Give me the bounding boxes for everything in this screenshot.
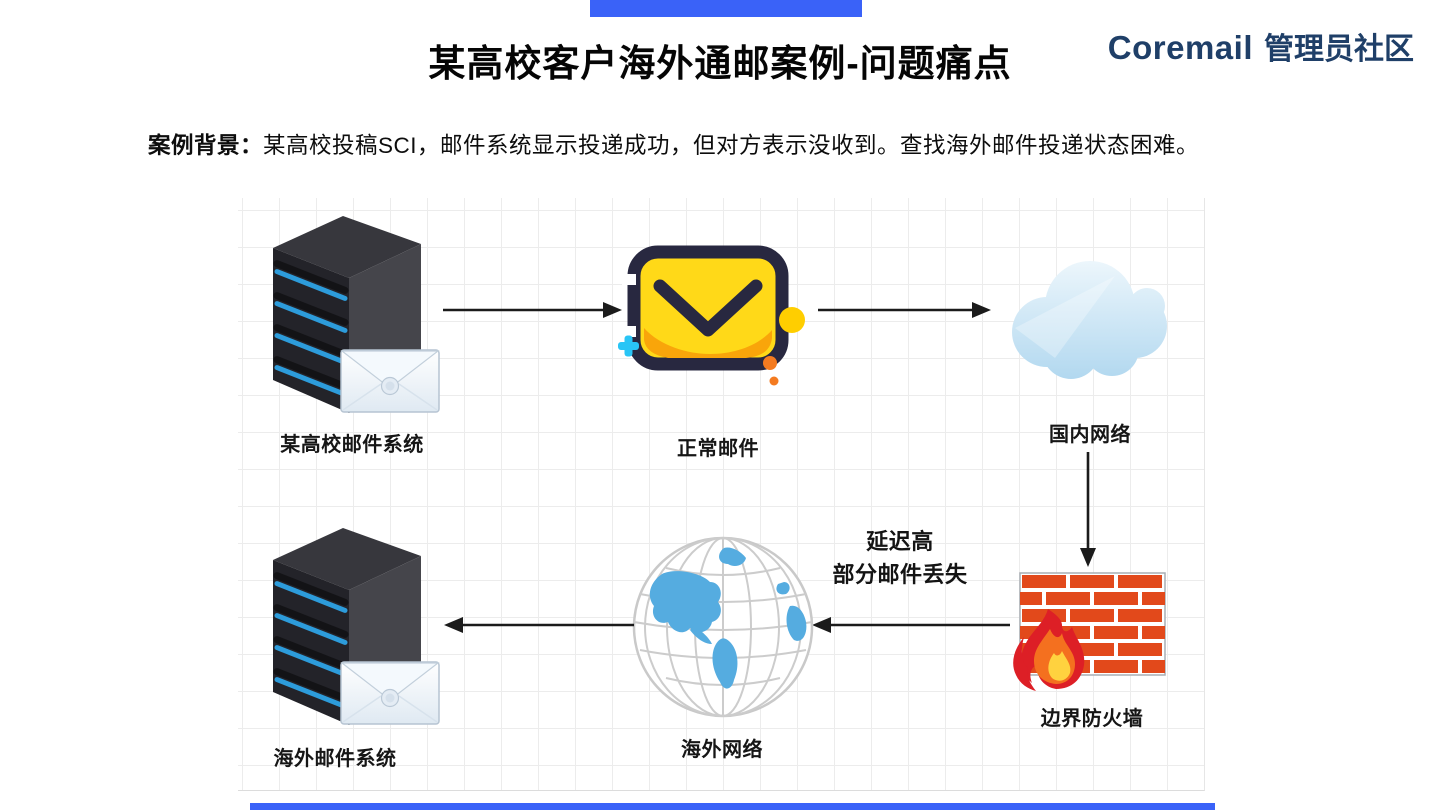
coremail-logo: Coremail 管理员社区 [1108,24,1414,68]
node-label-overseas-mail: 海外邮件系统 [273,748,397,770]
issue-label: 延迟高 部分邮件丢失 [793,525,1007,591]
coremail-wordmark: Coremail [1107,29,1253,66]
issue-line-2: 部分邮件丢失 [832,562,968,587]
firewall-icon [1013,572,1166,691]
envelope-icon [340,349,440,413]
logo-community-text: 管理员社区 [1264,33,1414,66]
node-label-overseas-network: 海外网络 [681,739,763,761]
page-title: 某高校客户海外通邮案例-问题痛点 [428,43,1012,84]
envelope-icon [340,661,440,725]
issue-line-1: 延迟高 [866,529,934,554]
node-label-domestic-network: 国内网络 [1049,424,1131,446]
flame-icon [1013,609,1085,691]
cloud-icon [1012,261,1167,379]
top-accent-bar [590,0,862,17]
mail-envelope-icon [618,245,805,386]
case-background-note: 案例背景：某高校投稿SCI，邮件系统显示投递成功，但对方表示没收到。查找海外邮件… [148,128,1199,160]
bottom-accent-bar [250,803,1215,810]
arrow-down-icon [1080,452,1096,567]
globe-icon [632,536,814,718]
case-note-label: 案例背景： [148,133,264,158]
arrow-left-icon [812,617,1010,633]
server-mail-icon [273,216,440,413]
case-note-text: 某高校投稿SCI，邮件系统显示投递成功，但对方表示没收到。查找海外邮件投递状态困… [263,133,1200,158]
node-label-normal-mail: 正常邮件 [677,438,759,460]
server-mail-icon [273,528,440,725]
node-label-university-mail: 某高校邮件系统 [280,434,424,456]
node-label-border-firewall: 边界防火墙 [1040,708,1144,730]
arrow-right-icon [443,302,622,318]
arrow-right-icon [818,302,991,318]
arrow-left-icon [444,617,634,633]
plus-icon [618,335,639,357]
